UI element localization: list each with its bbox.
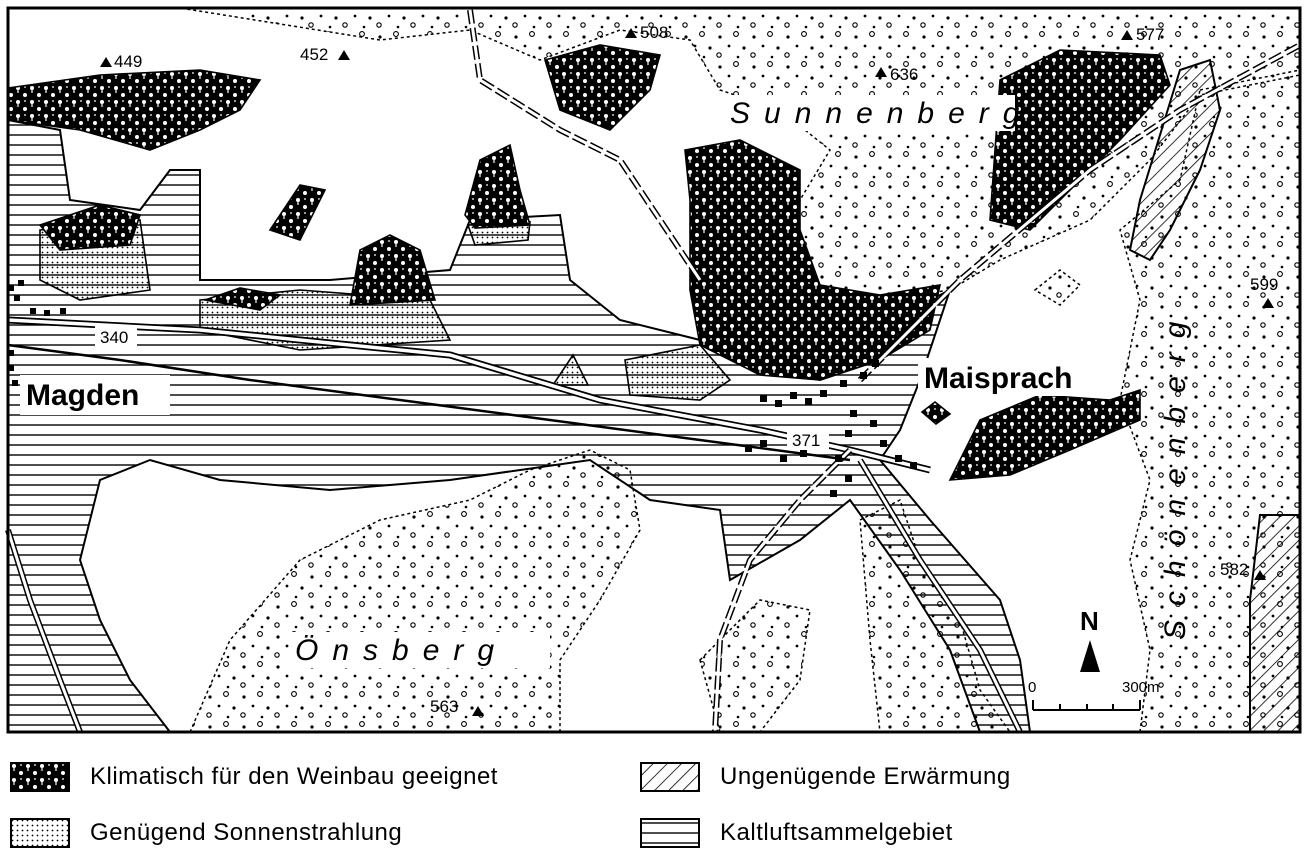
village-magden — [8, 280, 66, 386]
dot-pattern-icon — [10, 818, 70, 848]
roads — [5, 9, 1302, 734]
sunshine-area-3 — [624, 344, 732, 401]
elevation-label: 508 — [640, 23, 668, 42]
legend-item-vineyard: Klimatisch für den Weinbau geeignet — [10, 762, 498, 792]
legend-label: Klimatisch für den Weinbau geeignet — [90, 763, 498, 790]
elevation-labels: 449 452 508 636 577 599 582 563 340 371 — [95, 23, 1278, 716]
vineyard-area-3 — [268, 184, 327, 241]
sunshine-area-4 — [551, 353, 590, 386]
vineyard-area-4 — [464, 143, 532, 229]
vineyard-area-10 — [948, 388, 1141, 481]
elevation-label: 577 — [1136, 25, 1164, 44]
scale-end-label: 300m — [1122, 679, 1160, 696]
north-arrow-icon — [1080, 640, 1100, 672]
elevation-label: 582 — [1220, 560, 1248, 579]
summit-icon — [472, 706, 484, 716]
elevation-markers — [100, 28, 1274, 716]
vineyard-area-2 — [38, 204, 142, 251]
summit-icon — [1121, 30, 1133, 40]
horizontal-lines-icon — [640, 818, 700, 848]
scale-bar: 0 300m — [1028, 679, 1160, 711]
legend-label: Genügend Sonnenstrahlung — [90, 819, 403, 846]
cold-hatch-east — [1249, 514, 1301, 733]
summit-icon — [1254, 570, 1266, 580]
forest-patch-right — [1033, 269, 1082, 306]
summit-icon — [338, 50, 350, 60]
stream — [7, 343, 851, 462]
elevation-label: 599 — [1250, 275, 1278, 294]
elevation-label: 371 — [792, 431, 820, 450]
town-label-magden: Magden — [26, 379, 139, 412]
legend-item-insufficient-warming: Ungenügende Erwärmung — [640, 762, 1011, 792]
map-legend: Klimatisch für den Weinbau geeignet Genü… — [0, 740, 1306, 861]
cold-hatch-north — [1128, 58, 1222, 262]
vineyard-area-9 — [989, 49, 1171, 231]
summit-icon — [625, 28, 637, 38]
diagonal-hatch-icon — [640, 762, 700, 792]
elevation-label: 563 — [430, 697, 458, 716]
legend-label: Kaltluftsammelgebiet — [720, 819, 953, 846]
legend-item-sunshine: Genügend Sonnenstrahlung — [10, 818, 402, 848]
vineyard-area-11 — [920, 400, 952, 426]
north-arrow-label: N — [1080, 606, 1099, 636]
map-frame — [6, 6, 1302, 734]
region-label-schonenberg: Schönenberg — [1159, 308, 1192, 640]
vineyard-area-1 — [7, 69, 262, 151]
elevation-label: 340 — [100, 328, 128, 347]
elevation-label: 452 — [300, 45, 328, 64]
north-arrow: N — [1080, 606, 1100, 672]
elevation-label: 636 — [890, 65, 918, 84]
summit-icon — [875, 67, 887, 77]
region-label-onsberg: Önsberg — [295, 634, 508, 667]
scale-start-label: 0 — [1028, 679, 1036, 696]
vineyard-area-5 — [349, 234, 437, 306]
village-maisprach — [745, 360, 917, 497]
vineyard-pattern-icon — [10, 762, 70, 792]
region-label-sunnenberg: Sunnenberg — [730, 97, 1033, 130]
map-canvas: 449 452 508 636 577 599 582 563 340 371 … — [5, 6, 1302, 734]
legend-item-cold-air: Kaltluftsammelgebiet — [640, 818, 953, 848]
elevation-label: 449 — [114, 52, 142, 71]
summit-icon — [100, 57, 112, 67]
town-label-maisprach: Maisprach — [924, 362, 1072, 395]
vineyard-area-7 — [543, 44, 662, 131]
summit-icon — [1262, 298, 1274, 308]
vineyard-area-8 — [684, 139, 942, 381]
legend-label: Ungenügende Erwärmung — [720, 763, 1011, 790]
vineyard-area-6 — [201, 287, 282, 311]
vineyard-areas — [7, 44, 1171, 481]
